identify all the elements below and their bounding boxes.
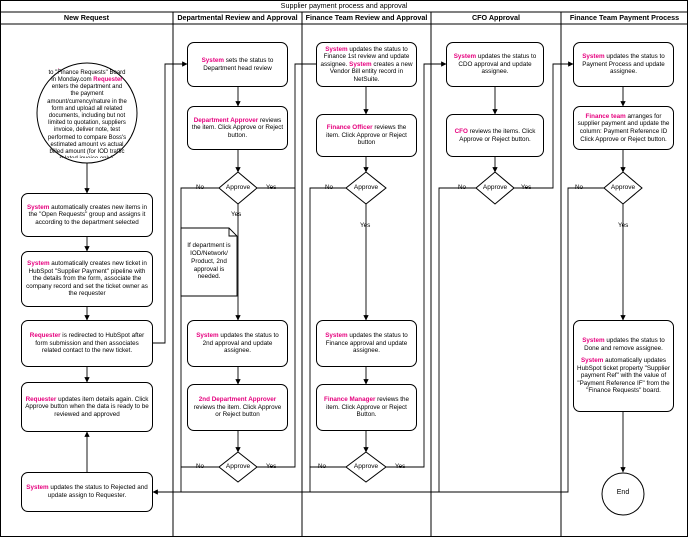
step-second-approval: System updates the status to 2nd approva… [187,320,288,367]
no-label: No [458,184,467,191]
step-finance-approval: System updates the status to Finance app… [316,320,417,367]
step-create-items: System automatically creates new items i… [21,193,153,237]
note-shape [180,227,238,297]
lane-header-departmental: Departmental Review and Approval [177,13,298,22]
decision-diamond-dept-2 [218,451,258,483]
step-finance-officer-review: Finance Officer reviews the item. Click … [316,114,417,157]
step-payment-process: System updates the status to Payment Pro… [573,42,674,87]
step-create-ticket: System automatically creates new ticket … [21,251,153,307]
yes-label: Yes [521,184,532,191]
note-text: If department is IOD/Network/ Product, 2… [187,242,231,281]
step-second-approver-review: 2nd Department Approver reviews the item… [187,384,288,431]
no-label: No [575,184,584,191]
step-finance-team-payment: Finance team arranges for supplier payme… [573,106,674,150]
decision-diamond-finance-1 [345,171,387,205]
decision-label: Approve [610,184,636,191]
yes-label: Yes [266,463,277,470]
step-dept-approver-review: Department Approver reviews the item. Cl… [187,106,288,150]
lane-header-cfo: CFO Approval [471,13,521,22]
no-label: No [325,184,334,191]
no-label: No [196,184,205,191]
decision-label: Approve [225,463,251,470]
decision-label: Approve [353,184,379,191]
step-done: System updates the status to Done and re… [573,320,674,412]
start-request-text: Requester submits new form to "Finance R… [47,68,127,158]
lane-header-new-request: New Request [63,13,110,22]
decision-label: Approve [225,184,251,191]
end-label: End [616,489,630,496]
end-node [601,472,645,516]
step-update-details: Requester updates item details again. Cl… [21,382,153,432]
step-cdo-approval: System updates the status to CDO approva… [446,42,544,87]
diagram-title: Supplier payment process and approval [280,1,408,10]
decision-diamond-dept-1 [218,171,258,205]
step-rejected: System updates the status to Rejected an… [21,472,153,512]
step-redirect-hubspot: Requester is redirected to HubSpot after… [21,320,153,367]
lane-header-payment: Finance Team Payment Process [569,13,680,22]
yes-label: Yes [395,463,406,470]
decision-diamond-payment [603,171,643,205]
no-label: No [318,463,327,470]
yes-label: Yes [266,184,277,191]
step-cfo-review: CFO reviews the items. Click Approve or … [446,114,544,157]
decision-label: Approve [482,184,508,191]
step-finance-manager-review: Finance Manager reviews the item. Click … [316,384,417,431]
yes-label: Yes [618,222,629,229]
yes-label: Yes [360,222,371,229]
step-finance-first-review: System updates the status to Finance 1st… [316,42,417,87]
lane-header-finance-review: Finance Team Review and Approval [305,13,428,22]
no-label: No [196,463,205,470]
decision-label: Approve [353,463,379,470]
decision-diamond-finance-2 [345,451,387,483]
decision-diamond-cfo [475,171,515,205]
step-dept-head-review: System sets the status to Department hea… [187,42,288,87]
yes-label: Yes [231,211,242,218]
start-node [36,62,138,164]
